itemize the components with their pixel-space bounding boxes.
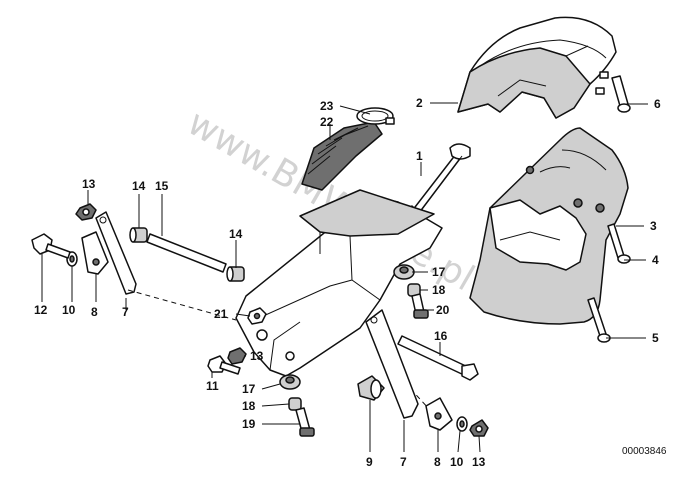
part-bolt-11 (207, 355, 241, 375)
callout-18-right: 18 (432, 283, 446, 297)
part-bushing-upper (129, 227, 148, 243)
callout-6: 6 (654, 97, 661, 111)
part-corrugated-boot (301, 121, 383, 191)
leader-lines (41, 102, 648, 453)
part-grommet-left (279, 374, 301, 390)
callout-11: 11 (206, 379, 219, 393)
part-clamp-ring (356, 107, 395, 125)
part-long-bolt-right (397, 335, 479, 381)
part-sleeve-left (288, 397, 302, 411)
part-nut-21 (247, 307, 267, 325)
callout-12: 12 (34, 303, 48, 317)
callout-10-left: 10 (62, 303, 76, 317)
part-column-bracket (235, 189, 443, 377)
callout-14-upper: 14 (132, 179, 146, 193)
callout-labels: 1 2 3 4 5 6 7 8 10 12 13 14 15 14 23 22 … (34, 96, 661, 469)
callout-1: 1 (416, 149, 423, 163)
reference-number: 00003846 (622, 446, 667, 457)
callout-7-left: 7 (122, 305, 129, 319)
part-bolt-20 (411, 293, 429, 319)
callout-10-right: 10 (450, 455, 464, 469)
callout-21: 21 (214, 307, 228, 321)
callout-4: 4 (652, 253, 659, 267)
part-damper (357, 375, 385, 401)
part-bushing-lower (226, 266, 245, 282)
part-strut-right (365, 309, 419, 419)
part-long-bolt (146, 233, 227, 273)
callout-8-left: 8 (91, 305, 98, 319)
part-nut-upper-left (75, 203, 97, 221)
callout-7-right: 7 (400, 455, 407, 469)
callout-9: 9 (366, 455, 373, 469)
callout-2: 2 (416, 96, 423, 110)
callout-19: 19 (242, 417, 256, 431)
callout-13-centre: 13 (250, 349, 264, 363)
callout-22: 22 (320, 115, 334, 129)
part-bolt-left (31, 233, 71, 259)
callout-17-left: 17 (242, 382, 256, 396)
callout-20: 20 (436, 303, 450, 317)
callout-16: 16 (434, 329, 448, 343)
callout-13-lower: 13 (472, 455, 486, 469)
callout-3: 3 (650, 219, 657, 233)
part-screw-6 (611, 75, 631, 113)
part-nut-lower-right (469, 419, 489, 437)
callout-23: 23 (320, 99, 334, 113)
callout-8-right: 8 (434, 455, 441, 469)
part-bolt-19 (295, 407, 315, 437)
callout-14-lower: 14 (229, 227, 243, 241)
part-lower-trim-shell (469, 127, 629, 325)
part-upper-trim-shell (457, 16, 617, 119)
callout-15: 15 (155, 179, 169, 193)
part-bracket-right (425, 397, 453, 431)
callout-17-right: 17 (432, 265, 446, 279)
part-strut-left (95, 211, 137, 295)
part-screw-4 (607, 223, 631, 264)
part-nut-centre (227, 347, 247, 365)
callout-18-left: 18 (242, 399, 256, 413)
part-bracket-left (81, 231, 109, 275)
callout-5: 5 (652, 331, 659, 345)
part-grommet-right (393, 264, 415, 280)
part-washer-right (456, 416, 468, 432)
callout-13-upper: 13 (82, 177, 96, 191)
